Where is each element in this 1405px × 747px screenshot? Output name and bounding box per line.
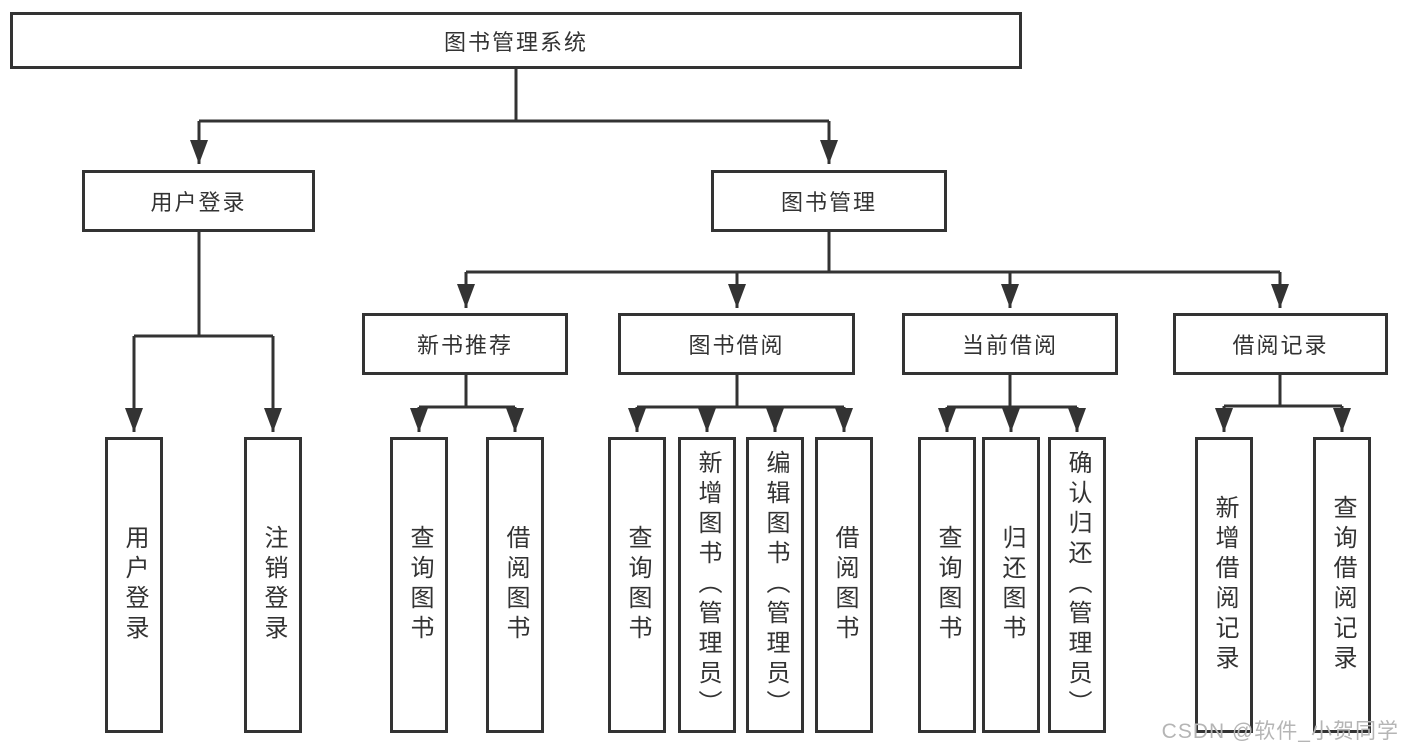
leaf-query-books-current: 查询图书 [918, 437, 976, 733]
leaf-confirm-return-admin: 确认归还（管理员） [1048, 437, 1106, 733]
leaf-return-books: 归还图书 [982, 437, 1040, 733]
leaf-add-borrow-record: 新增借阅记录 [1195, 437, 1253, 733]
leaf-borrow-books-recommend: 借阅图书 [486, 437, 544, 733]
node-current-borrowing: 当前借阅 [902, 313, 1118, 375]
csdn-watermark: CSDN @软件_小贺同学 [1161, 720, 1399, 743]
leaf-query-borrow-record: 查询借阅记录 [1313, 437, 1371, 733]
leaf-query-books-borrowing: 查询图书 [608, 437, 666, 733]
leaf-query-books-borrowing-label: 查询图书 [624, 525, 651, 645]
leaf-add-books-admin: 新增图书（管理员） [678, 437, 736, 733]
node-root: 图书管理系统 [10, 12, 1022, 69]
node-new-book-recommend: 新书推荐 [362, 313, 568, 375]
leaf-borrow-books-borrowing: 借阅图书 [815, 437, 873, 733]
node-borrowing-records: 借阅记录 [1173, 313, 1388, 375]
leaf-add-books-admin-label: 新增图书（管理员） [694, 450, 721, 720]
leaf-user-login-label: 用户登录 [121, 525, 148, 645]
leaf-logout-label: 注销登录 [260, 525, 287, 645]
leaf-borrow-books-recommend-label: 借阅图书 [502, 525, 529, 645]
leaf-edit-books-admin-label: 编辑图书（管理员） [762, 450, 789, 720]
leaf-return-books-label: 归还图书 [998, 525, 1025, 645]
leaf-confirm-return-admin-label: 确认归还（管理员） [1064, 450, 1091, 720]
leaf-query-books-current-label: 查询图书 [934, 525, 961, 645]
leaf-logout: 注销登录 [244, 437, 302, 733]
node-book-management: 图书管理 [711, 170, 947, 232]
leaf-user-login: 用户登录 [105, 437, 163, 733]
leaf-add-borrow-record-label: 新增借阅记录 [1211, 495, 1238, 675]
leaf-query-borrow-record-label: 查询借阅记录 [1329, 495, 1356, 675]
node-book-borrowing: 图书借阅 [618, 313, 855, 375]
leaf-query-books-recommend-label: 查询图书 [406, 525, 433, 645]
leaf-borrow-books-borrowing-label: 借阅图书 [831, 525, 858, 645]
leaf-edit-books-admin: 编辑图书（管理员） [746, 437, 804, 733]
leaf-query-books-recommend: 查询图书 [390, 437, 448, 733]
node-user-login: 用户登录 [82, 170, 315, 232]
